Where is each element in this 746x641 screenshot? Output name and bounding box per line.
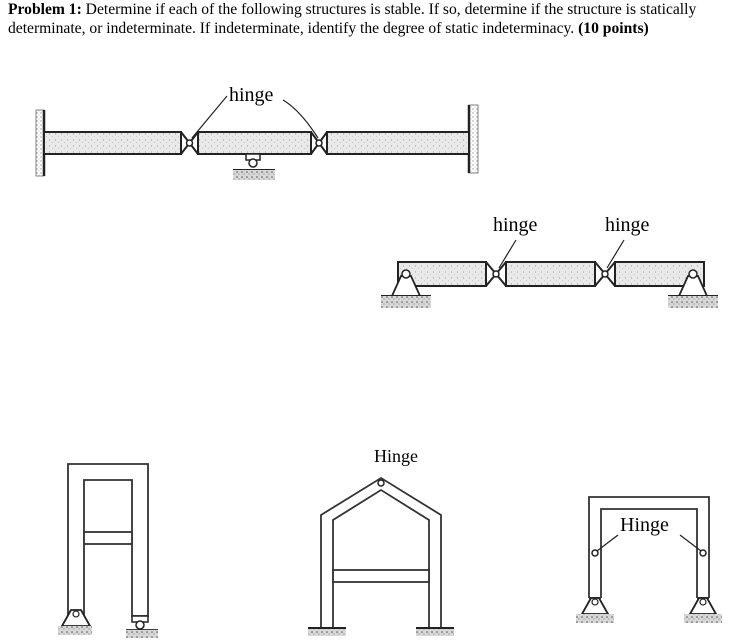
figure-5-portal-frame [576,496,722,623]
portal-right-pin-support [684,597,722,623]
roller-support [233,153,275,180]
portal-left-hinge [591,549,599,557]
beam2-hinge-2 [594,261,616,287]
portal-right-hinge [699,549,707,557]
apex-hinge [377,479,385,487]
hinge-1 [180,131,199,155]
figure-2-beam [381,239,718,308]
hinge-2 [310,131,328,155]
beam-segment-right [326,131,470,155]
fig1-hinge-label: hinge [229,84,274,106]
beam2-right-pin-support [668,269,718,308]
beam-segment-middle [197,131,312,155]
beam2-segment-middle [505,261,596,287]
figure-3-frame [58,463,158,638]
fig2-hinge-label-left: hinge [493,214,538,236]
gable-right-base [416,628,454,636]
figure-4-gable-frame [308,476,454,636]
beam2-hinge-1 [485,261,507,287]
frame3-pin-support [58,609,92,635]
problem-title: Problem 1: [8,1,82,18]
problem-statement: Problem 1: Determine if each of the foll… [8,0,740,38]
fig2-hinge-label-right: hinge [605,214,650,236]
beam2-left-pin-support [381,269,431,308]
problem-body: Determine if each of the following struc… [8,1,697,37]
problem-points: (10 points) [578,20,649,37]
portal-left-pin-support [576,597,614,623]
figure-1-beam [35,95,479,180]
frame3-roller-support [126,615,158,638]
fig4-hinge-label: Hinge [374,446,418,466]
gable-left-base [308,628,346,636]
beam-segment-left [43,131,182,155]
right-wall-support [468,104,479,174]
fig5-hinge-label: Hinge [620,514,669,536]
